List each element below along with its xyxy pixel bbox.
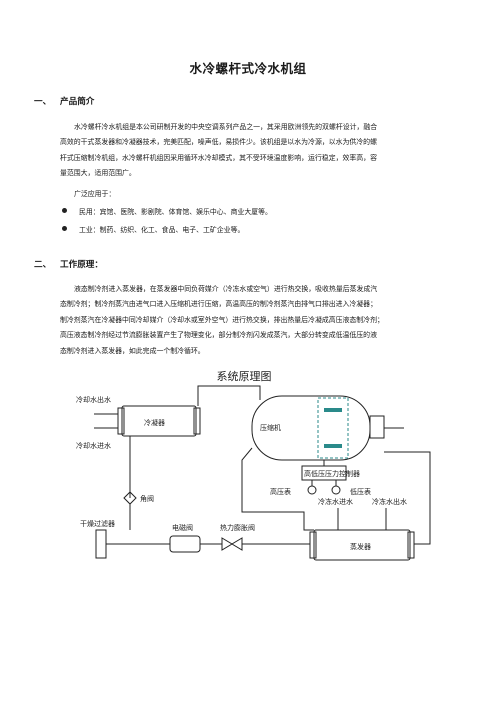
high-pressure-gauge-icon: [307, 485, 317, 495]
bullet-dot-icon: [62, 208, 67, 213]
compressor-head: [369, 415, 385, 439]
label-high-gauge: 高压表: [270, 487, 291, 496]
solenoid-valve-shape: [169, 535, 201, 553]
principle-line: 液态制冷剂进入蒸发器，在蒸发器中同负荷媒介（冷冻水或空气）进行热交换，吸收热量后…: [74, 285, 378, 293]
label-solenoid-valve: 电磁阀: [172, 523, 193, 532]
label-chilled-water-in: 冷冻水进水: [318, 497, 353, 506]
principle-line: 态制冷剂进入蒸发器，如此完成一个制冷循环。: [60, 346, 205, 355]
intro-paragraph: 水冷螺杆冷水机组是本公司研制开发的中央空调系列产品之一，其采用欧洲领先的双螺杆设…: [60, 120, 464, 182]
low-pressure-gauge-icon: [331, 485, 341, 495]
expansion-valve-icon: [221, 537, 233, 551]
label-filter-drier: 干燥过滤器: [80, 519, 115, 528]
label-expansion-valve: 热力膨胀阀: [220, 523, 255, 532]
intro-line: 量范围大，适用范围广。: [60, 169, 136, 178]
angle-valve-icon: [123, 491, 137, 505]
intro-line: 杆式压缩制冷机组，水冷螺杆机组因采用循环水冷却模式，其不受环境温度影响，运行稳定…: [60, 153, 377, 162]
condenser-endcap-left: [117, 407, 125, 435]
condenser-endcap-right: [193, 407, 201, 435]
section-1-heading: 一、产品简介: [34, 95, 94, 107]
schematic-svg: 系统原理图 冷却水出水 冷却水进水 冷凝器 压缩机 高低压压力控制器 高压表 低…: [76, 370, 431, 561]
bullet-item: 工业：制药、纺织、化工、食品、电子、工矿企业等。: [62, 224, 244, 234]
section-2-number: 二、: [34, 260, 52, 270]
filter-drier-shape: [95, 529, 107, 559]
label-low-gauge: 低压表: [350, 487, 371, 496]
label-pressure-controller: 高低压压力控制器: [304, 469, 360, 478]
label-cooling-water-in: 冷却水进水: [76, 441, 111, 450]
label-angle-valve: 角阀: [140, 494, 154, 503]
principle-line: 态制冷剂；制冷剂蒸汽由进气口进入压缩机进行压缩，高温高压的制冷剂蒸汽由排气口排出…: [60, 300, 377, 309]
label-chilled-water-out: 冷冻水出水: [372, 497, 407, 506]
intro-line: 水冷螺杆冷水机组是本公司研制开发的中央空调系列产品之一，其采用欧洲领先的双螺杆设…: [74, 123, 378, 131]
label-cooling-water-out: 冷却水出水: [76, 395, 111, 404]
intro-line: 高效的干式蒸发器和冷凝器技术，完美匹配，噪声低，易损件少。该机组是以水为冷源，以…: [60, 138, 377, 147]
principle-paragraph: 液态制冷剂进入蒸发器，在蒸发器中同负荷媒介（冷冻水或空气）进行热交换，吸收热量后…: [60, 282, 464, 359]
principle-line: 高压液态制冷剂经过节流膨胀装置产生了物理变化，部分制冷剂闪发成蒸汽，大部分转变成…: [60, 331, 377, 340]
diagram-title: 系统原理图: [217, 370, 272, 383]
section-1-title: 产品简介: [60, 97, 95, 107]
section-2-title: 工作原理：: [60, 260, 103, 270]
document-title: 水冷螺杆式冷水机组: [189, 61, 307, 76]
bullet-dot-icon: [62, 226, 67, 231]
label-compressor: 压缩机: [260, 423, 281, 432]
label-evaporator: 蒸发器: [350, 542, 371, 551]
condenser-shape: [121, 405, 197, 437]
usage-label: 广泛应用于：: [74, 190, 116, 198]
system-schematic-diagram: 系统原理图 冷却水出水 冷却水进水 冷凝器 压缩机 高低压压力控制器 高压表 低…: [74, 368, 444, 594]
section-2-heading: 二、工作原理：: [34, 258, 103, 270]
label-condenser: 冷凝器: [144, 418, 165, 427]
principle-line: 制冷剂蒸汽在冷凝器中同冷却媒介（冷却水或室外空气）进行热交换，排出热量后冷凝成高…: [60, 315, 384, 324]
evaporator-shape: [313, 529, 411, 561]
section-1-number: 一、: [34, 97, 52, 107]
bullet-item: 民用：宾馆、医院、影剧院、体育馆、娱乐中心、商业大厦等。: [62, 206, 272, 216]
